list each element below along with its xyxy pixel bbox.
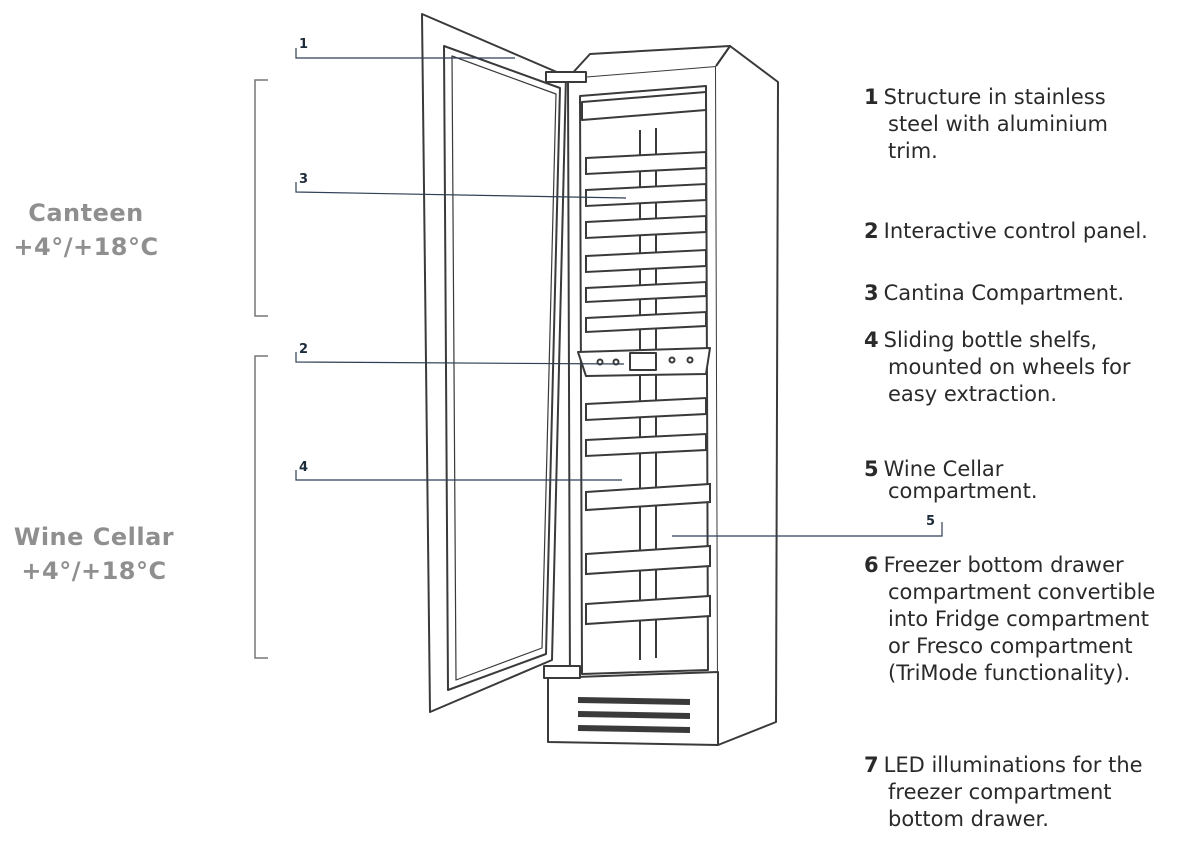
description-6-line-3: into Fridge compartment	[888, 607, 1150, 631]
description-4-line-2: mounted on wheels for	[888, 355, 1131, 379]
description-6-line-5: (TriMode functionality).	[888, 661, 1131, 685]
fridge-outline	[421, 13, 779, 746]
cabinet-top	[567, 45, 731, 79]
callout-1: 1	[299, 37, 309, 52]
callout-2: 2	[299, 342, 309, 357]
description-6-line-2: compartment convertible	[888, 580, 1156, 604]
description-5-line-1: Wine Cellar	[883, 457, 1004, 481]
zone-canteen-name: Canteen	[28, 199, 144, 227]
zone-wine-cellar-name: Wine Cellar	[13, 523, 175, 551]
zone-wine-cellar-temp: +4°/+18°C	[21, 557, 167, 585]
callout-3: 3	[299, 172, 309, 187]
description-1-number: 1	[864, 85, 879, 109]
drawer-vent-2	[577, 711, 691, 719]
top-light	[581, 91, 707, 121]
description-6-line-4: or Fresco compartment	[888, 634, 1133, 658]
shelves	[585, 150, 711, 626]
top-hinge	[545, 71, 587, 83]
drawer-vent-1	[577, 697, 691, 705]
description-2-line-1: Interactive control panel.	[883, 219, 1148, 243]
inner-frame	[579, 85, 709, 675]
description-5-number: 5	[864, 457, 879, 481]
leader-lines	[295, 48, 943, 537]
description-3-number: 3	[864, 281, 879, 305]
description-7-number: 7	[864, 753, 879, 777]
callout-4: 4	[299, 460, 309, 475]
bottom-hinge	[543, 665, 581, 679]
description-4-number: 4	[864, 328, 879, 352]
description-6-number: 6	[864, 553, 879, 577]
description-1-line-2: steel with aluminium	[888, 112, 1108, 136]
description-2-number: 2	[864, 219, 879, 243]
zone-canteen: Canteen +4°/+18°C	[0, 196, 172, 264]
bottom-drawer	[547, 671, 719, 746]
description-6-line-1: Freezer bottom drawer	[883, 553, 1124, 577]
drawer-vent-3	[577, 725, 691, 733]
callout-5: 5	[926, 514, 936, 529]
description-1-line-3: trim.	[888, 139, 938, 163]
wine-cellar-bracket	[254, 355, 268, 659]
description-5-line-2: compartment.	[888, 479, 1038, 503]
zone-canteen-temp: +4°/+18°C	[13, 233, 159, 261]
description-7-line-3: bottom drawer.	[888, 807, 1049, 831]
description-4-line-1: Sliding bottle shelfs,	[883, 328, 1098, 352]
description-7-line-2: freezer compartment	[888, 780, 1112, 804]
cabinet-side	[715, 45, 779, 746]
zone-wine-cellar: Wine Cellar +4°/+18°C	[0, 520, 188, 588]
door-glass	[443, 45, 561, 691]
zone-brackets	[254, 79, 268, 659]
description-1-line-1: Structure in stainless	[883, 85, 1106, 109]
description-4-line-3: easy extraction.	[888, 382, 1057, 406]
description-3-line-1: Cantina Compartment.	[883, 281, 1125, 305]
canteen-bracket	[254, 79, 268, 317]
description-7-line-1: LED illuminations for the	[883, 753, 1143, 777]
